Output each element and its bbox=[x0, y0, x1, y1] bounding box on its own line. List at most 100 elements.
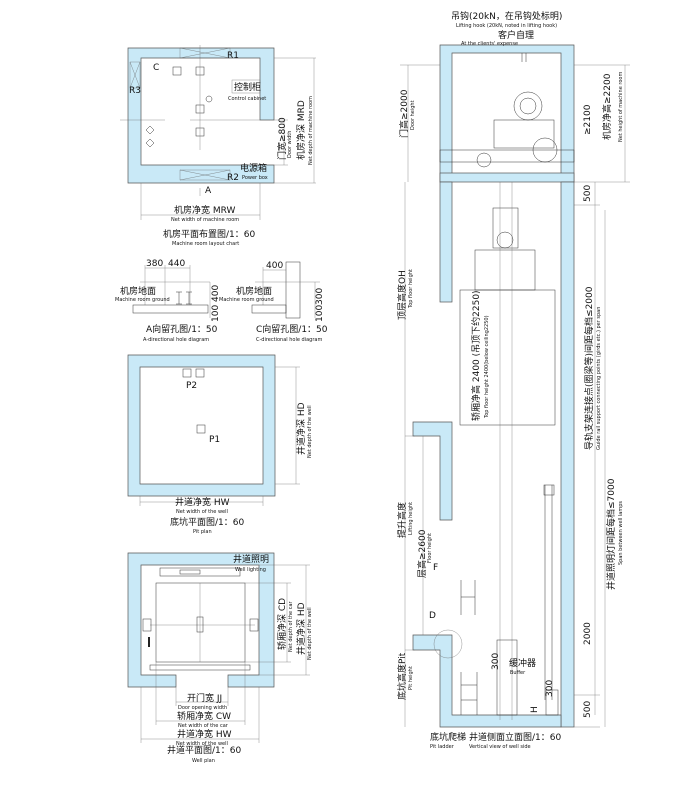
door-opening-label-en: Door opening width bbox=[178, 705, 227, 711]
hole-a-title-en: A-directional hole diagram bbox=[143, 337, 209, 343]
label-c: C bbox=[153, 63, 159, 73]
well-dim-lines bbox=[140, 564, 310, 743]
label-h: H bbox=[530, 706, 540, 713]
pit-hw-label-en: Net width of the well bbox=[176, 509, 228, 515]
client-expense-label-en: At the clients' expense bbox=[461, 41, 518, 47]
pit-ladder bbox=[460, 672, 478, 715]
hole-a-ground-label: 机房地面 bbox=[120, 285, 156, 297]
well-depth-label: 井道净深 HD bbox=[295, 602, 307, 655]
control-cabinet bbox=[231, 79, 261, 94]
hole-c-dim-100: 100 bbox=[315, 305, 325, 322]
hole-c-slab bbox=[251, 304, 287, 314]
pit-hd-label: 井道净深 HD bbox=[295, 402, 307, 455]
label-f: F bbox=[433, 563, 438, 573]
lifting-hook bbox=[521, 53, 527, 62]
car-buffer bbox=[496, 639, 518, 716]
anchor-square bbox=[172, 66, 182, 76]
label-d: D bbox=[429, 611, 436, 621]
hole-c-ground-label: 机房地面 bbox=[236, 285, 272, 297]
pit-ladder-label-en: Pit ladder bbox=[430, 744, 455, 750]
machine-room-height-label-en: Net height of machine room bbox=[618, 72, 624, 142]
door-sill bbox=[149, 664, 251, 671]
hole-r3 bbox=[129, 61, 141, 89]
control-cabinet-label-en: Control cabinet bbox=[228, 96, 266, 102]
pit-point-p2 bbox=[182, 368, 192, 378]
hole-a-dim-lines bbox=[140, 265, 211, 318]
well-side-elevation: 吊钩(20kN，在吊钩处标明) Lifting hook (20kN, note… bbox=[396, 10, 630, 750]
hole-c-ground-label-en: Machine room ground bbox=[219, 297, 274, 303]
floor-height-label-en: Floor height bbox=[427, 533, 433, 563]
hole-r1-cross bbox=[179, 47, 231, 59]
lamp-span-label-en: Span between well lamps bbox=[618, 501, 624, 565]
elevation-dim-lines bbox=[400, 64, 630, 728]
car-width-label: 轿厢净宽 CW bbox=[177, 710, 231, 722]
guide-rail-left bbox=[142, 618, 152, 632]
pit-point-p1 bbox=[196, 424, 206, 434]
detail-d-circle bbox=[433, 629, 463, 659]
car-depth-label: 轿厢净深 CD bbox=[276, 598, 288, 650]
client-expense-label: 客户自理 bbox=[498, 29, 534, 41]
lifting-height-label: 提升高度 bbox=[396, 502, 408, 538]
deflector-sheave bbox=[476, 152, 492, 168]
well-lamp bbox=[179, 569, 201, 575]
pit-ladder-label: 底坑爬梯 bbox=[430, 731, 466, 743]
dim-300-buffer: 300 bbox=[491, 653, 501, 670]
dim-2100: ≥2100 bbox=[583, 104, 593, 135]
hole-c-dim-lines bbox=[255, 267, 320, 318]
machine-room-section-walls bbox=[439, 44, 575, 183]
machine-base bbox=[493, 119, 555, 149]
indicator-mark bbox=[148, 637, 150, 647]
mrw-dimension bbox=[140, 183, 261, 220]
label-r2: R2 bbox=[227, 173, 239, 183]
pit-dim-lines bbox=[139, 366, 300, 506]
hole-diagram-a: 380 440 400 100 机房地面 Machine room ground… bbox=[115, 259, 221, 343]
counterweight-top bbox=[543, 484, 555, 496]
hole-a-dim-100: 100 bbox=[211, 305, 221, 322]
hole-c-dim-400: 400 bbox=[266, 261, 283, 271]
power-box-label-en: Power box bbox=[242, 175, 268, 181]
counterweight-rail bbox=[544, 485, 553, 700]
buffer-label: 缓冲器 bbox=[509, 657, 536, 669]
door-height-label: 门高≥2000 bbox=[398, 89, 410, 138]
shaft-left-wall-top bbox=[439, 181, 453, 303]
machine-room-floor-slab bbox=[439, 172, 575, 183]
car-outline bbox=[155, 582, 246, 663]
label-a: A bbox=[205, 186, 212, 196]
car-sheave bbox=[496, 231, 514, 249]
car-door-handle bbox=[196, 616, 204, 633]
hole-c-dim-300: 300 bbox=[315, 288, 325, 305]
car-width-label-en: Net width of the car bbox=[178, 723, 229, 729]
hole-r1 bbox=[179, 47, 231, 59]
well-width-label: 井道净宽 HW bbox=[177, 728, 232, 740]
hole-c-title: C向留孔图/1：50 bbox=[256, 323, 328, 335]
top-landing-slab bbox=[412, 421, 453, 521]
dim-300-cw: 300 bbox=[545, 680, 555, 697]
label-r3: R3 bbox=[129, 86, 141, 96]
pit-point-p2 bbox=[195, 368, 205, 378]
car-depth-label-en: Net depth of the car bbox=[288, 600, 294, 652]
door-opening-label: 开门宽 JJ bbox=[187, 692, 222, 704]
anchor-mark-icon bbox=[145, 125, 155, 148]
hole-a-slab bbox=[132, 304, 209, 314]
car-height-label: 轿厢净高 2400 (吊顶下约2250) bbox=[470, 290, 482, 421]
control-cabinet-label: 控制柜 bbox=[234, 81, 261, 93]
well-width-label-en: Net width of the well bbox=[176, 741, 228, 747]
rail-bracket-span-label: 导轨支架连接点(圈梁等)间距每档≤2000 bbox=[583, 286, 595, 450]
pit-plan: P2 P1 井道净深 HD Net depth of the well 井道净宽… bbox=[127, 354, 313, 535]
top-floor-height-label: 顶层高度OH bbox=[396, 270, 408, 320]
hole-a-dim-380: 380 bbox=[146, 259, 163, 269]
dim-500-bottom: 500 bbox=[583, 701, 593, 718]
car-top-frame bbox=[474, 249, 536, 291]
door-width-dim: 门宽≥800 bbox=[276, 117, 288, 160]
power-box-label: 电源箱 bbox=[240, 162, 267, 174]
center-lines bbox=[120, 45, 260, 196]
mrw-label: 机房净宽 MRW bbox=[174, 204, 236, 216]
well-depth-label-en: Net depth of the well bbox=[307, 607, 313, 660]
machine-room-walls bbox=[127, 47, 275, 184]
buffer-label-en: Buffer bbox=[510, 670, 526, 676]
hook-point bbox=[205, 95, 213, 103]
bed-plate bbox=[439, 149, 575, 163]
machine-room-plan-title: 机房平面布置图/1：60 bbox=[163, 228, 255, 240]
car-center-lines bbox=[150, 583, 255, 662]
landing-door-section bbox=[460, 580, 476, 615]
